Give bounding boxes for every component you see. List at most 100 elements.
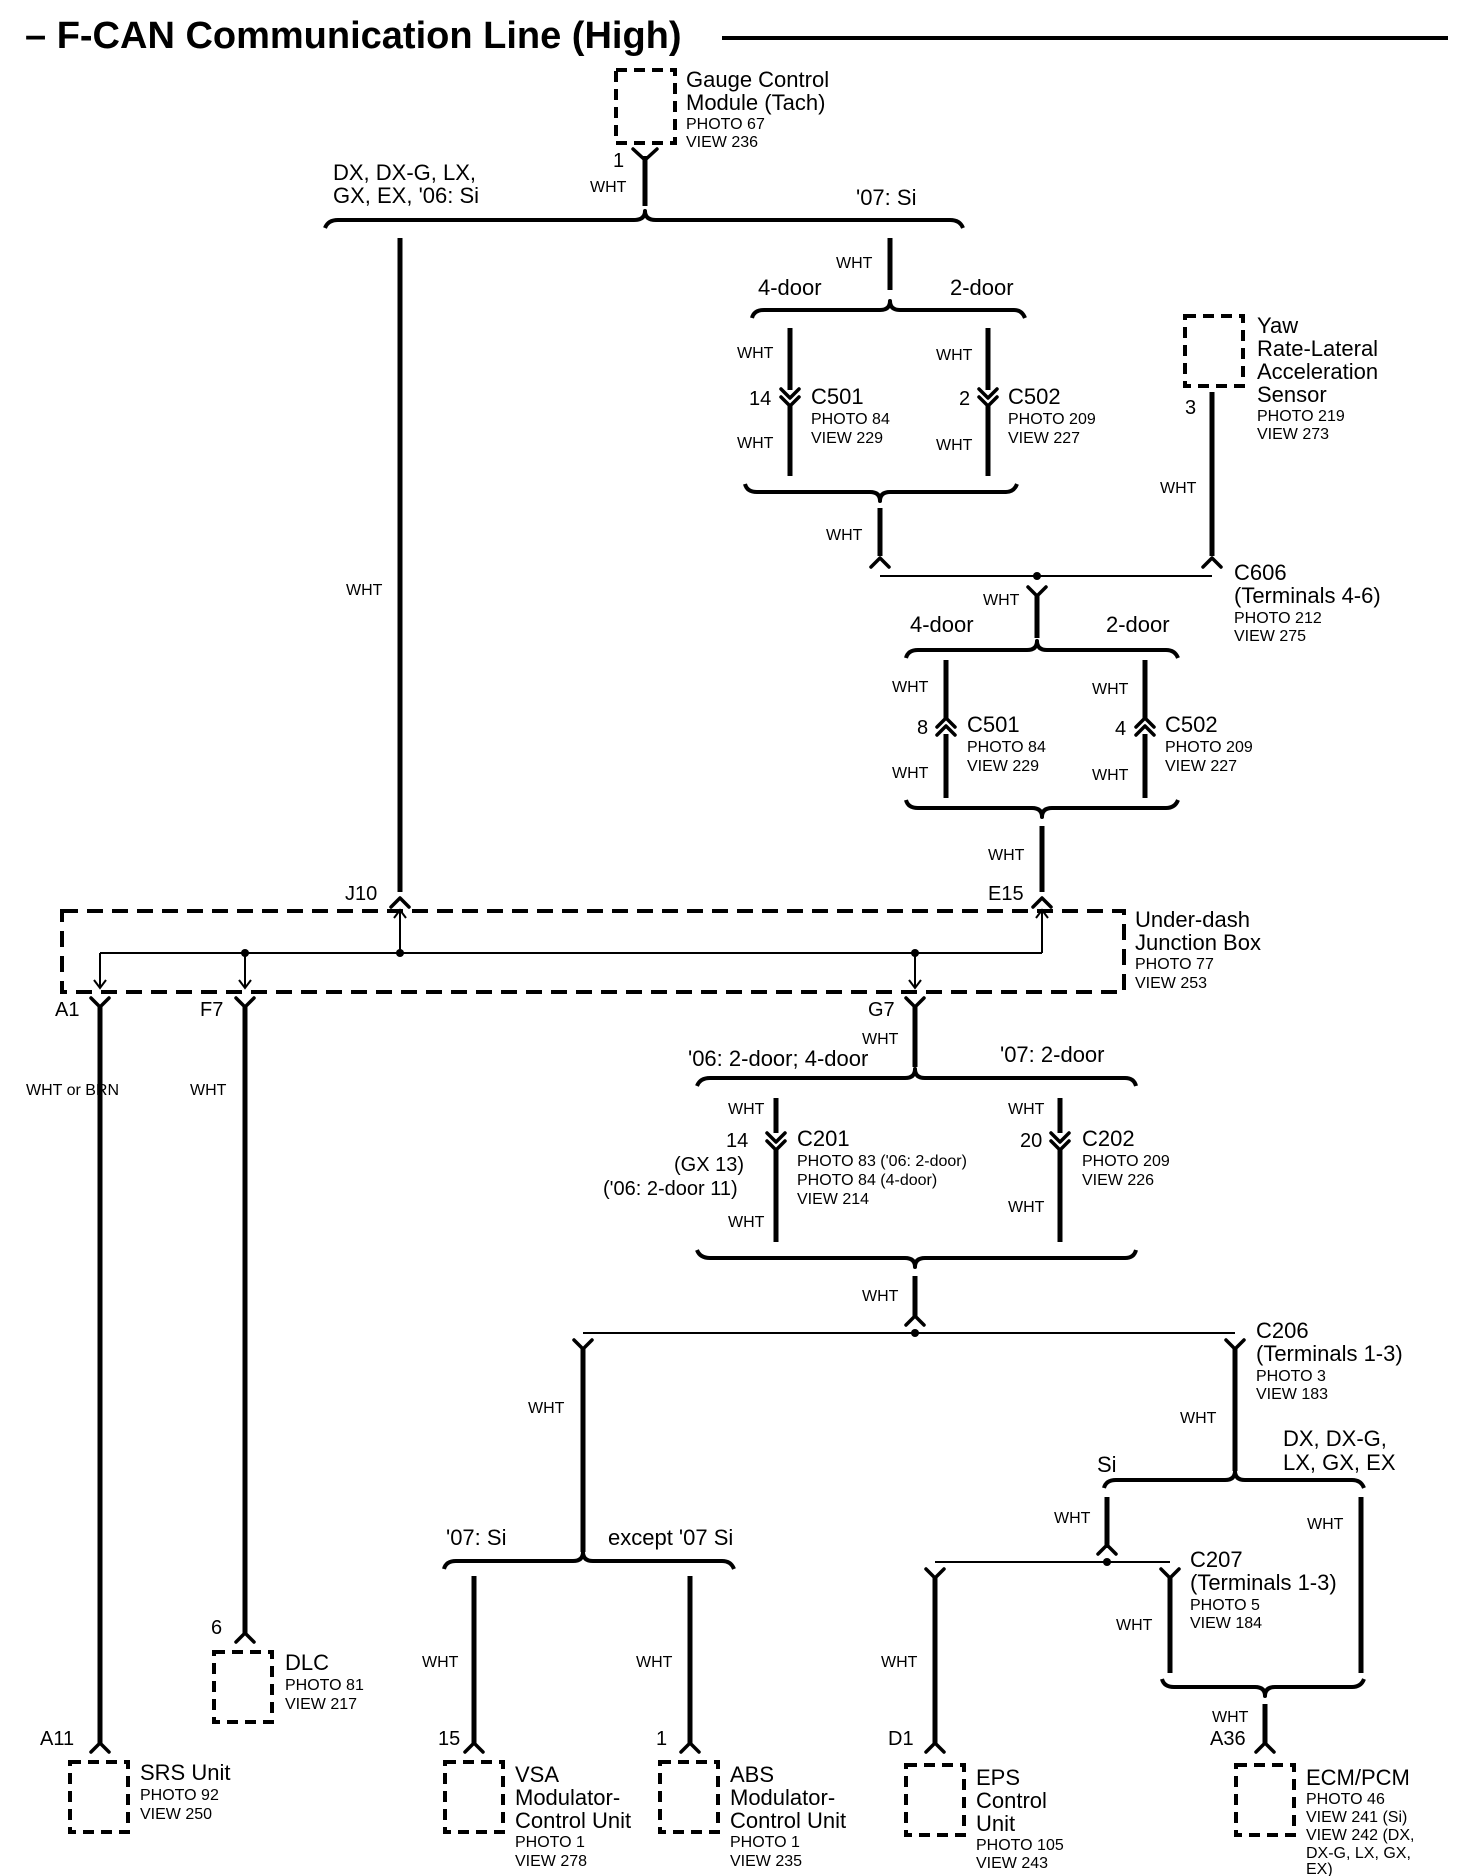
eps-name-line1: EPS [976, 1765, 1020, 1790]
yaw-name-line1: Yaw [1257, 313, 1298, 338]
pin-f7: F7 [200, 999, 223, 1021]
srs-unit: A11 SRS Unit PHOTO 92 VIEW 250 [40, 1728, 230, 1834]
branch-4door-2: 4-door [910, 612, 974, 637]
dlc: 6 DLC PHOTO 81 VIEW 217 [211, 1617, 364, 1724]
e15-connector [1031, 896, 1053, 909]
wire-label-abs: WHT [636, 1654, 673, 1671]
wire-label-c201-a: WHT [728, 1101, 765, 1118]
c206-photo: PHOTO 3 [1256, 1368, 1326, 1385]
yaw-name-line4: Sensor [1257, 382, 1327, 407]
abs-pin: 1 [656, 1728, 667, 1750]
pin-a1: A1 [55, 999, 79, 1021]
srs-view: VIEW 250 [140, 1806, 212, 1823]
ecm-view-line2: VIEW 242 (DX, [1306, 1827, 1414, 1844]
jb-arrow-g7 [908, 979, 922, 990]
ecm-pcm: A36 ECM/PCM PHOTO 46 VIEW 241 (Si) VIEW … [1210, 1728, 1414, 1876]
c502-top-pin: 2 [959, 388, 970, 410]
ecm-view-line4: EX) [1306, 1861, 1333, 1876]
wire-label-c202-b: WHT [1008, 1199, 1045, 1216]
c502-top-connector-upper [977, 387, 999, 400]
branch-g7-left: '06: 2-door; 4-door [688, 1046, 868, 1071]
junction-box-view: VIEW 253 [1135, 975, 1207, 992]
door-merge-brace-2 [904, 799, 1180, 819]
jb-arrow-f7 [238, 979, 252, 990]
top-split-brace [323, 209, 965, 229]
jb-arrow-a1 [93, 979, 107, 990]
abs-name-line2: Modulator- [730, 1785, 835, 1810]
yaw-sensor-box [1183, 314, 1245, 388]
eps-photo: PHOTO 105 [976, 1837, 1064, 1854]
srs-connector [89, 1741, 111, 1754]
dlc-name: DLC [285, 1650, 329, 1675]
srs-photo: PHOTO 92 [140, 1787, 219, 1804]
wire-label-merge-1: WHT [826, 527, 863, 544]
branch-dx-line2: LX, GX, EX [1283, 1450, 1396, 1475]
branch-top-right: '07: Si [856, 185, 916, 210]
c502-mid-connector-upper [1134, 716, 1156, 729]
c206-splice-dot [911, 1329, 919, 1337]
c207-photo: PHOTO 5 [1190, 1597, 1260, 1614]
srs-pin: A11 [40, 1728, 74, 1750]
eps-name-line2: Control [976, 1788, 1047, 1813]
ecm-view-line3: DX-G, LX, GX, [1306, 1845, 1411, 1862]
wire-label-c206-right: WHT [1180, 1410, 1217, 1427]
eps-pin: D1 [888, 1728, 914, 1750]
c206-view: VIEW 183 [1256, 1386, 1328, 1403]
c206-left-connector [572, 1338, 594, 1351]
c201-name: C201 [797, 1126, 850, 1151]
wire-label-c202-a: WHT [1008, 1101, 1045, 1118]
eps-name-line3: Unit [976, 1811, 1015, 1836]
ecm-view-line1: VIEW 241 (Si) [1306, 1809, 1407, 1826]
abs-box [658, 1760, 720, 1834]
junction-box-name-line1: Under-dash [1135, 907, 1250, 932]
c606-view: VIEW 275 [1234, 628, 1306, 645]
eps-view: VIEW 243 [976, 1855, 1048, 1872]
jb-arrow-j10 [393, 908, 407, 919]
gauge-name-line2: Module (Tach) [686, 90, 825, 115]
wire-label-g7: WHT [862, 1031, 899, 1048]
branch-g7-right: '07: 2-door [1000, 1042, 1105, 1067]
f7-connector [234, 996, 256, 1009]
c207-terminals: (Terminals 1-3) [1190, 1570, 1337, 1595]
c606-splice-dot [1033, 572, 1041, 580]
eps-connector [924, 1741, 946, 1754]
c202-name: C202 [1082, 1126, 1135, 1151]
vsa-abs-split-brace [442, 1550, 736, 1570]
jb-arrow-e15 [1035, 908, 1049, 919]
wire-label-c502-top-a: WHT [936, 347, 973, 364]
c207-view: VIEW 184 [1190, 1615, 1262, 1632]
gauge-control-module: Gauge Control Module (Tach) PHOTO 67 VIE… [613, 67, 829, 172]
c206-top-connector [904, 1314, 926, 1327]
vsa-modulator-control-unit: 15 VSA Modulator- Control Unit PHOTO 1 V… [438, 1728, 631, 1870]
c502-mid-view: VIEW 227 [1165, 758, 1237, 775]
c202-view: VIEW 226 [1082, 1172, 1154, 1189]
wire-label-c501-top-a: WHT [737, 345, 774, 362]
jb-dot-j10 [396, 949, 404, 957]
pin-g7: G7 [868, 999, 895, 1021]
c501-mid-view: VIEW 229 [967, 758, 1039, 775]
c606-right-connector [1201, 556, 1223, 569]
c201-photo-2: PHOTO 84 (4-door) [797, 1172, 937, 1189]
yaw-photo: PHOTO 219 [1257, 408, 1345, 425]
gauge-pin: 1 [613, 150, 624, 172]
c502-mid-photo: PHOTO 209 [1165, 739, 1253, 756]
srs-name: SRS Unit [140, 1760, 230, 1785]
vsa-name-line1: VSA [515, 1762, 559, 1787]
branch-dx-line1: DX, DX-G, [1283, 1426, 1387, 1451]
wire-label-srs-1: WHT or BRN [26, 1082, 119, 1099]
c606-left-connector [869, 556, 891, 569]
branch-2door-2: 2-door [1106, 612, 1170, 637]
c606-photo: PHOTO 212 [1234, 610, 1322, 627]
c501-top-name: C501 [811, 384, 864, 409]
c501-mid-connector-lower [935, 724, 957, 737]
vsa-view: VIEW 278 [515, 1853, 587, 1870]
c502-top-view: VIEW 227 [1008, 430, 1080, 447]
dlc-connector [234, 1631, 256, 1644]
ecm-pin: A36 [1210, 1728, 1246, 1750]
c207-left-connector [924, 1567, 946, 1580]
dlc-photo: PHOTO 81 [285, 1677, 364, 1694]
eps-control-unit: D1 EPS Control Unit PHOTO 105 VIEW 243 [888, 1728, 1064, 1872]
page-title: – F-CAN Communication Line (High) [25, 15, 682, 57]
c501-mid-pin: 8 [917, 717, 928, 739]
